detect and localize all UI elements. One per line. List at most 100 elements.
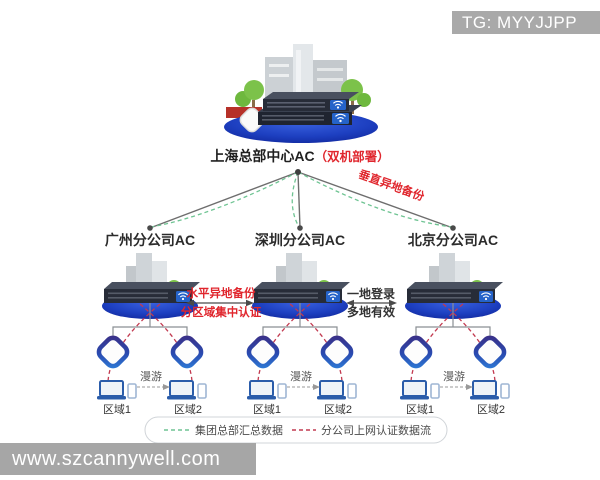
arrow-head-right <box>246 299 254 307</box>
hq-name: 上海总部中心AC <box>210 148 314 164</box>
access-point-icon <box>399 335 433 369</box>
building <box>429 266 439 295</box>
roaming-arrow-head <box>466 384 473 390</box>
access-point-icon <box>320 335 354 369</box>
building <box>126 266 136 295</box>
wifi-icon <box>333 100 343 109</box>
area1-label: 区域1 <box>103 403 131 416</box>
building-window <box>317 68 343 71</box>
building-window <box>269 74 289 77</box>
roaming-label: 漫游 <box>443 369 465 383</box>
building-window <box>317 78 343 81</box>
ap-bracket-line <box>415 326 491 338</box>
legend: 集团总部汇总数据 分公司上网认证数据流 <box>144 416 448 444</box>
client-devices <box>167 380 207 400</box>
area1-label: 区域1 <box>253 403 281 416</box>
arrow-head-left <box>186 299 194 307</box>
ac-device <box>263 92 359 111</box>
link-node-dot <box>295 169 301 175</box>
hq-data-flow-line <box>291 171 300 228</box>
legend-branch-flow-label: 分公司上网认证数据流 <box>321 423 431 437</box>
ac-device <box>254 282 350 303</box>
link-line <box>297 171 454 229</box>
link-line <box>297 171 301 229</box>
planter-box <box>226 107 262 118</box>
branch-label-beijing: 北京分公司AC <box>408 232 498 248</box>
laptop-icon <box>319 380 344 397</box>
building <box>276 266 286 295</box>
laptop-icon <box>317 396 346 400</box>
tg-badge-box <box>452 11 600 34</box>
laptop-icon <box>249 380 274 397</box>
laptop-icon <box>169 380 194 397</box>
hq-deployment-note: （双机部署） <box>315 149 390 164</box>
laptop-icon <box>97 396 126 400</box>
area2-label: 区域2 <box>174 403 202 416</box>
client-devices <box>247 380 287 400</box>
multi-valid-label: 多地有效 <box>347 304 396 319</box>
access-point-icon <box>170 335 204 369</box>
access-point-icon <box>246 335 280 369</box>
laptop-icon <box>247 396 276 400</box>
area2-label: 区域2 <box>477 403 505 416</box>
access-point-icon <box>473 335 507 369</box>
access-point-icon <box>96 335 130 369</box>
phone-icon <box>197 383 207 399</box>
branch-cluster-guangzhou: 漫游 区域1 区域2 <box>96 253 207 416</box>
roaming-label: 漫游 <box>290 369 312 383</box>
wifi-icon <box>335 113 346 123</box>
vertical-backup-label: 垂直异地备份 <box>357 167 427 204</box>
regional-auth-label: 分区域集中认证 <box>181 305 262 319</box>
ap-bracket-line <box>112 326 188 338</box>
tree-icon <box>244 80 264 100</box>
arrow-head-left <box>346 299 354 307</box>
building-window <box>269 64 289 67</box>
client-devices <box>470 380 510 400</box>
login-once-label: 一地登录 <box>347 286 395 301</box>
branch-cluster-beijing: 漫游 区域1 区域2 <box>399 253 510 416</box>
laptop-icon <box>400 396 429 400</box>
laptop-icon <box>472 380 497 397</box>
link-node-dot <box>147 225 153 231</box>
phone-icon <box>277 383 287 399</box>
tg-badge-text: TG: MYYJJPP <box>462 13 577 32</box>
wifi-icon <box>178 292 188 301</box>
area1-label: 区域1 <box>406 403 434 416</box>
branch-cluster-shenzhen: 漫游 区域1 区域2 <box>246 253 357 416</box>
horizontal-backup-label: 水平异地备份 <box>187 286 256 300</box>
watermark-text: www.szcannywell.com <box>11 448 220 470</box>
phone-icon <box>127 383 137 399</box>
tree-icon <box>357 93 371 107</box>
client-devices <box>97 380 137 400</box>
phone-icon <box>500 383 510 399</box>
hq-label: 上海总部中心AC（双机部署） <box>210 148 389 164</box>
gz-sz-annotation: 水平异地备份 分区域集中认证 <box>181 286 262 319</box>
client-devices <box>400 380 440 400</box>
laptop-icon <box>402 380 427 397</box>
legend-hq-flow-label: 集团总部汇总数据 <box>195 423 283 437</box>
roaming-arrow-head <box>313 384 320 390</box>
watermark: www.szcannywell.com <box>0 443 256 475</box>
branch-label-shenzhen: 深圳分公司AC <box>255 232 345 248</box>
laptop-icon <box>167 396 196 400</box>
wifi-icon <box>328 292 338 301</box>
tg-badge: TG: MYYJJPP <box>452 11 600 34</box>
arrow-head-right <box>389 299 397 307</box>
ac-device <box>104 282 200 303</box>
hq-trees <box>235 79 371 116</box>
ap-bracket-line <box>262 326 338 338</box>
hq-data-flow-line <box>150 171 299 228</box>
link-node-dot <box>450 225 456 231</box>
wifi-icon <box>481 292 491 301</box>
link-node-dot <box>297 225 303 231</box>
client-devices <box>317 380 357 400</box>
phone-icon <box>430 383 440 399</box>
link-line <box>149 171 299 229</box>
branch-label-guangzhou: 广州分公司AC <box>105 232 195 248</box>
hq-data-flow-line <box>297 171 453 228</box>
hq-cluster <box>224 44 378 143</box>
hq-branch-links <box>147 169 456 231</box>
laptop-icon <box>470 396 499 400</box>
ac-device <box>407 282 503 303</box>
